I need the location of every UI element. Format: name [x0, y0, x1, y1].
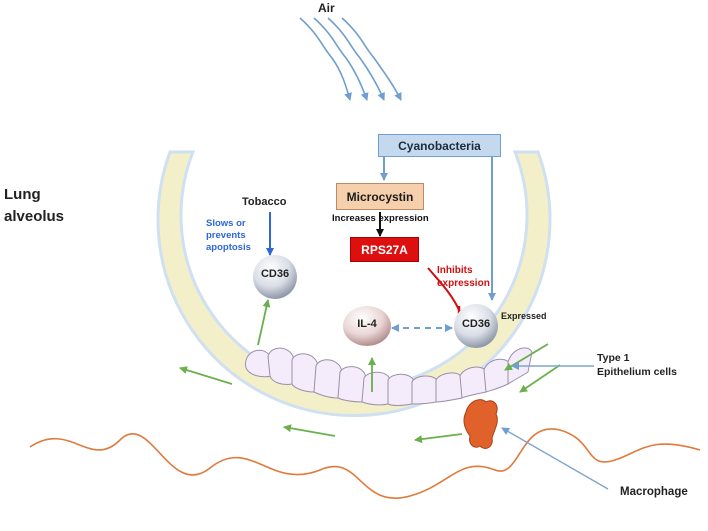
- type1-line2: Epithelium cells: [597, 366, 677, 378]
- cyanobacteria-label: Cyanobacteria: [398, 138, 481, 153]
- cd36-right-label: CD36: [461, 318, 491, 330]
- air-flow-arrows: [299, 17, 402, 101]
- alveolus-label: alveolus: [4, 208, 65, 225]
- cd36-right-cell: [454, 304, 498, 348]
- lung-label: Lung: [4, 186, 41, 203]
- type1-line1: Type 1: [597, 352, 630, 364]
- pointer-macrophage: [501, 427, 609, 490]
- expressed-label: Expressed: [501, 311, 547, 321]
- inhibits-expression-label: Inhibits expression: [437, 264, 490, 290]
- wavy-membrane-line: [29, 428, 701, 499]
- microcystin-box: Microcystin: [336, 183, 424, 210]
- slows-apoptosis-label: Slows or prevents apoptosis: [206, 218, 251, 254]
- macrophage-label: Macrophage: [620, 486, 688, 498]
- rps27a-box: RPS27A: [350, 237, 419, 262]
- macrophage-shape: [463, 399, 498, 449]
- cd36-left-cell: [253, 255, 297, 299]
- slows-line3: apoptosis: [206, 242, 251, 253]
- rps27a-label: RPS27A: [361, 242, 408, 257]
- il4-label: IL-4: [357, 318, 377, 330]
- cd36-left-label: CD36: [260, 268, 290, 280]
- slows-line2: prevents: [206, 230, 246, 241]
- inhibits-line2: expression: [437, 278, 490, 289]
- tobacco-label: Tobacco: [242, 196, 287, 208]
- slows-line1: Slows or: [206, 218, 246, 229]
- inhibits-line1: Inhibits: [437, 265, 473, 276]
- increases-expression-label: Increases expression: [332, 213, 429, 224]
- cyanobacteria-box: Cyanobacteria: [378, 134, 501, 157]
- type1-epithelium-label: Type 1 Epithelium cells: [597, 351, 677, 379]
- air-label: Air: [318, 1, 335, 15]
- alveolus-wall: [156, 150, 552, 417]
- microcystin-label: Microcystin: [346, 189, 414, 204]
- il4-cell: [343, 306, 391, 346]
